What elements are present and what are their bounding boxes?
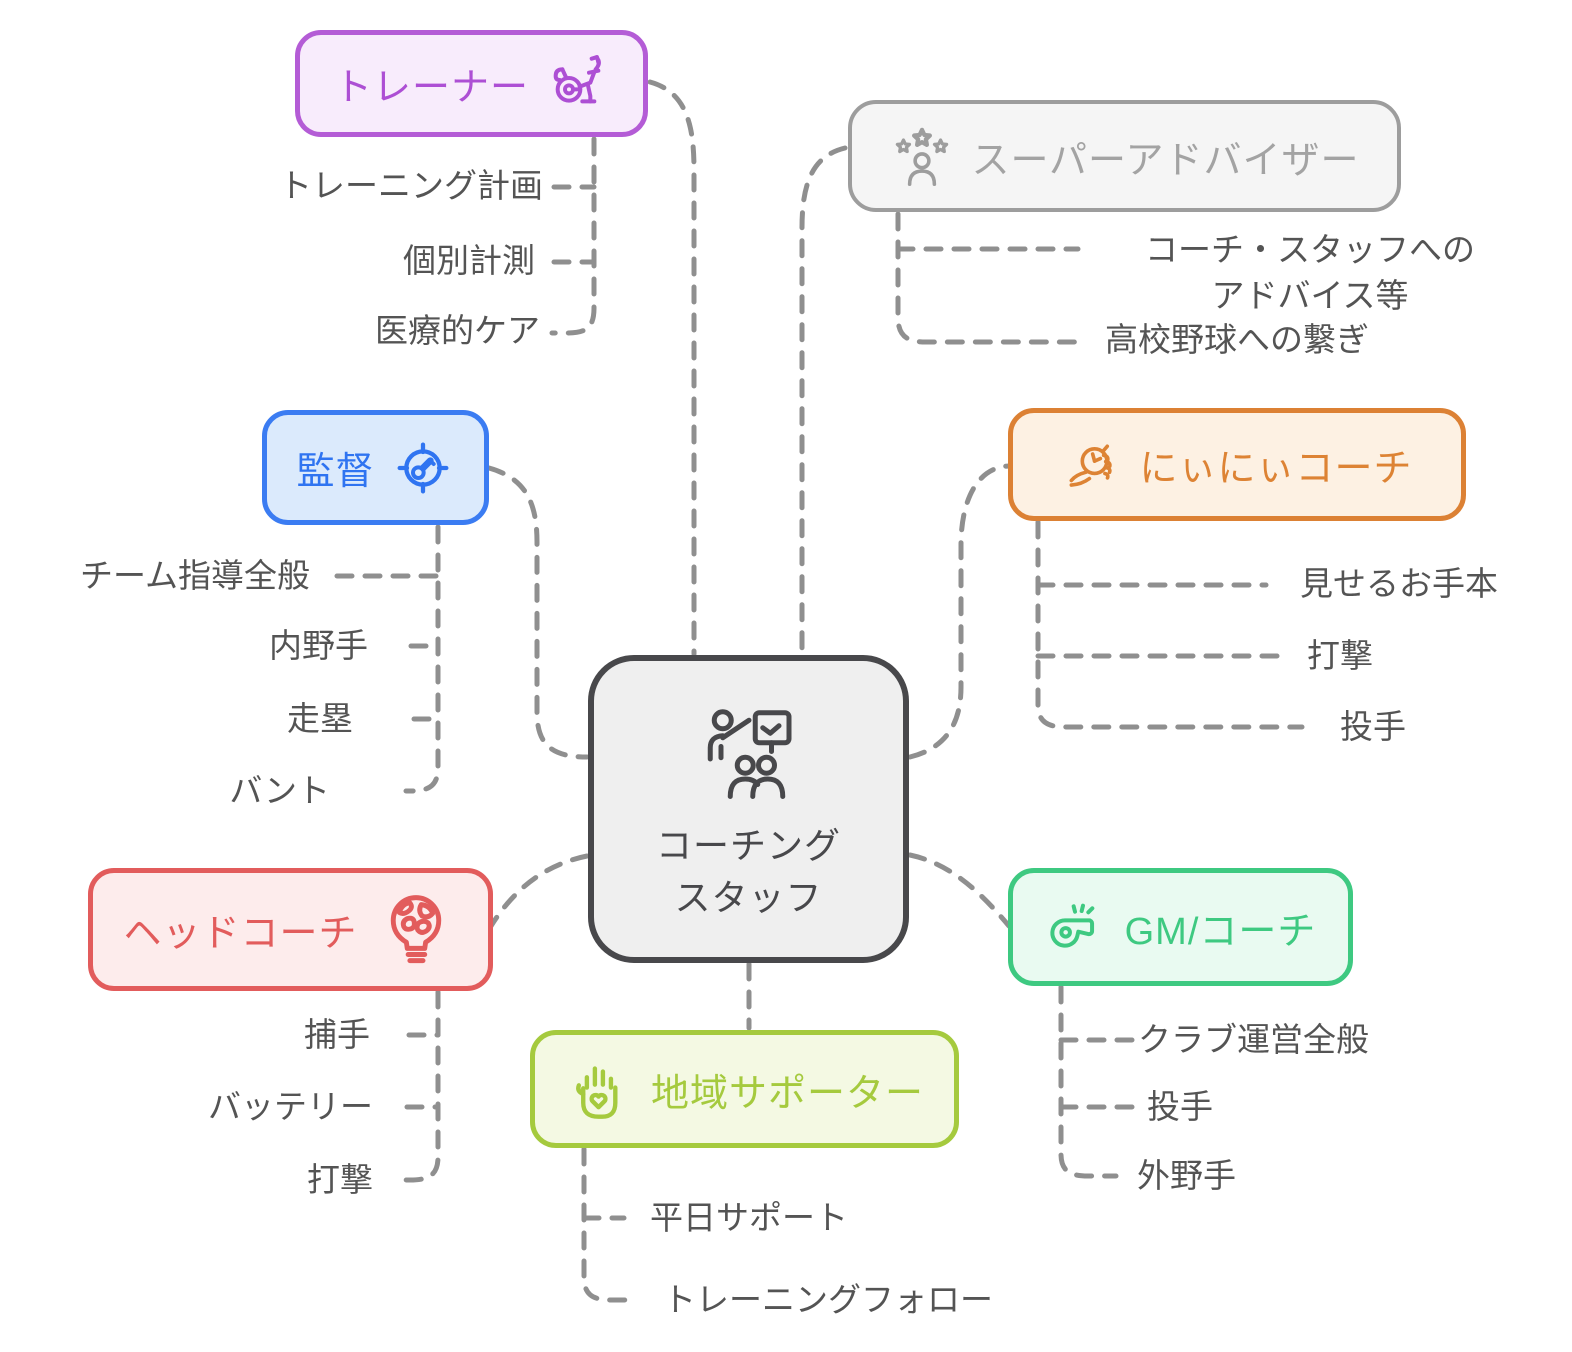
community-supporter-item: 平日サポート — [650, 1199, 848, 1236]
gm-coach-item: 投手 — [1147, 1088, 1213, 1125]
head-coach-item: 打撃 — [307, 1161, 373, 1198]
gm-coach-item: クラブ運営全般 — [1138, 1021, 1369, 1058]
node-kantoku: 監督 — [262, 410, 489, 525]
node-head-coach: ヘッドコーチ — [88, 868, 493, 991]
node-gm-coach-label: GM/コーチ — [1124, 910, 1317, 953]
niinii-coach-item: 投手 — [1340, 708, 1406, 745]
kantoku-item: 走塁 — [287, 700, 353, 737]
target-key-icon — [397, 442, 448, 493]
super-advisor-item: コーチ・スタッフへの アドバイス等 — [1145, 231, 1475, 314]
node-trainer-label: トレーナー — [333, 67, 529, 109]
exercise-bike-icon — [553, 54, 601, 103]
node-kantoku-label: 監督 — [296, 451, 375, 493]
node-niinii-coach: にぃにぃコーチ — [1008, 408, 1466, 521]
hand-heart-icon — [576, 1066, 618, 1119]
node-coaching-staff: コーチング スタッフ — [588, 655, 909, 963]
node-super-advisor-label: スーパーアドバイザー — [971, 139, 1360, 182]
node-head-coach-label: ヘッドコーチ — [123, 913, 358, 955]
center-label-line2: スタッフ — [674, 877, 823, 918]
whistle-icon — [1049, 903, 1094, 948]
trainer-item: 個別計測 — [403, 242, 535, 279]
niinii-coach-item: 打撃 — [1307, 637, 1373, 674]
node-community-supporter: 地域サポーター — [530, 1030, 959, 1148]
node-gm-coach: GM/コーチ — [1008, 868, 1353, 986]
kantoku-item: 内野手 — [269, 627, 368, 664]
community-supporter-item: トレーニングフォロー — [663, 1281, 993, 1318]
niinii-coach-item: 見せるお手本 — [1300, 565, 1498, 602]
node-trainer: トレーナー — [295, 30, 648, 137]
head-coach-item: 捕手 — [304, 1016, 370, 1053]
center-label-line1: コーチング — [655, 825, 841, 866]
stopwatch-hand-icon — [1070, 443, 1113, 487]
idea-bulb-globe-icon — [390, 894, 441, 963]
node-super-advisor: スーパーアドバイザー — [848, 100, 1401, 212]
trainer-item: トレーニング計画 — [279, 167, 543, 204]
head-coach-item: バッテリー — [208, 1088, 373, 1125]
center-label: コーチング スタッフ — [656, 820, 841, 924]
trainer-item: 医療的ケア — [375, 312, 540, 349]
coaching-presentation-icon — [707, 709, 791, 799]
node-niinii-coach-label: にぃにぃコーチ — [1139, 448, 1413, 490]
node-community-supporter-label: 地域サポーター — [650, 1072, 924, 1115]
kantoku-item: チーム指導全般 — [79, 557, 310, 594]
gm-coach-item: 外野手 — [1137, 1157, 1236, 1194]
super-advisor-item: 高校野球への繋ぎ — [1105, 321, 1369, 358]
kantoku-item: バント — [229, 772, 330, 809]
advisor-stars-icon — [896, 127, 949, 186]
